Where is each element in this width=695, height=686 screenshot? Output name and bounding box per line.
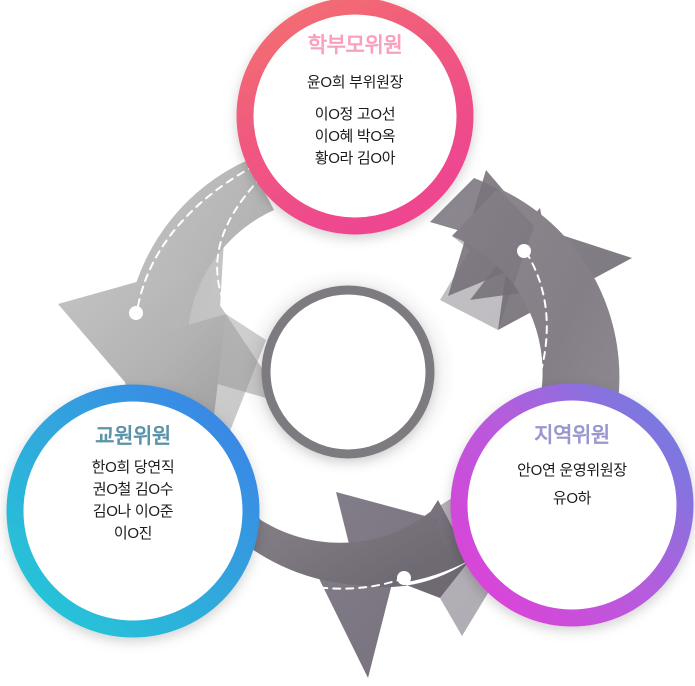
dash-top-left [216, 151, 289, 313]
dash-bottom [237, 559, 405, 590]
node-circle-teacher[interactable] [6, 384, 260, 638]
node-circle-parent[interactable] [236, 0, 474, 235]
center-circle [261, 285, 435, 459]
node-circle-region[interactable] [450, 383, 694, 627]
dash-dot-bottom [397, 571, 411, 585]
motion-dots [129, 244, 531, 585]
dash-dot-top-left [129, 306, 143, 320]
dash-dot-right [517, 244, 531, 258]
